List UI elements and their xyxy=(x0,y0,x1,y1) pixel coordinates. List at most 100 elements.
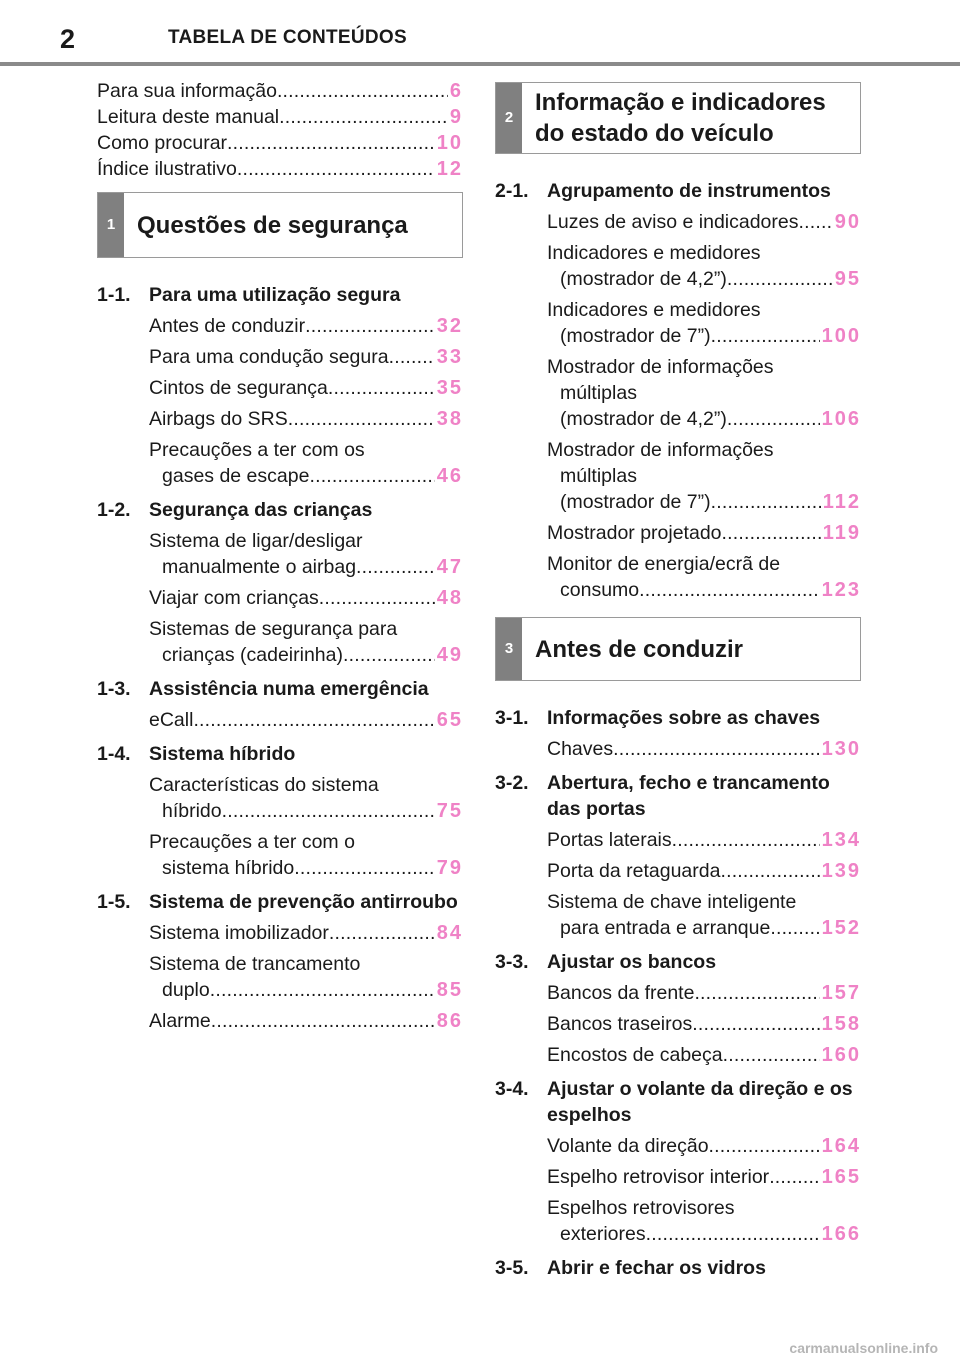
entry-page-link[interactable]: 95 xyxy=(834,268,861,290)
entry-last-line: (mostrador de 7”)100 xyxy=(547,323,861,349)
entry-page-link[interactable]: 86 xyxy=(436,1010,463,1032)
section-number: 3-5. xyxy=(495,1257,529,1279)
entry-page-link[interactable]: 100 xyxy=(821,325,861,347)
page-header: 2 TABELA DE CONTEÚDOS xyxy=(0,0,960,66)
entry-page-link[interactable]: 79 xyxy=(436,857,463,879)
toc-entry[interactable]: Encostos de cabeça160 xyxy=(495,1042,861,1068)
entry-page-link[interactable]: 106 xyxy=(821,408,861,430)
toc-entry[interactable]: Chaves130 xyxy=(495,736,861,762)
toc-entry[interactable]: Antes de conduzir 32 xyxy=(97,313,463,339)
dot-leader xyxy=(211,1008,435,1034)
entry-page-link[interactable]: 134 xyxy=(821,829,861,851)
entry-page-link[interactable]: 119 xyxy=(822,522,861,544)
toc-entry[interactable]: Características do sistemahíbrido75 xyxy=(97,772,463,824)
entry-last-line: Sistema imobilizador84 xyxy=(149,920,463,946)
chapter-number-tab: 2 xyxy=(496,83,522,153)
entry-page-link[interactable]: 84 xyxy=(436,922,463,944)
toc-entry[interactable]: Bancos traseiros 158 xyxy=(495,1011,861,1037)
entry-last-line: crianças (cadeirinha) 49 xyxy=(149,642,463,668)
toc-entry[interactable]: Volante da direção164 xyxy=(495,1133,861,1159)
entry-page-link[interactable]: 6 xyxy=(449,80,463,102)
section-title: Informações sobre as chaves xyxy=(547,707,821,729)
entry-page-link[interactable]: 139 xyxy=(821,860,861,882)
entry-page-link[interactable]: 164 xyxy=(821,1135,861,1157)
chapter-title: Informação e indicadores do estado do ve… xyxy=(535,89,826,147)
section-heading: 3-4.Ajustar o volante da direção e os es… xyxy=(495,1076,861,1128)
dot-leader xyxy=(692,1011,819,1037)
entry-label: crianças (cadeirinha) xyxy=(162,644,343,666)
toc-entry[interactable]: Mostrador projetado119 xyxy=(495,520,861,546)
toc-entry[interactable]: Bancos da frente157 xyxy=(495,980,861,1006)
toc-entry[interactable]: Sistema de trancamentoduplo85 xyxy=(97,951,463,1003)
toc-entry[interactable]: Para uma condução segura33 xyxy=(97,344,463,370)
entry-page-link[interactable]: 166 xyxy=(821,1223,861,1245)
entry-page-link[interactable]: 49 xyxy=(436,644,463,666)
entry-label-line: Características do sistema xyxy=(149,774,379,796)
entry-label: Antes de conduzir xyxy=(149,315,306,337)
entry-page-link[interactable]: 85 xyxy=(436,979,463,1001)
toc-entry[interactable]: Portas laterais134 xyxy=(495,827,861,853)
toc-entry[interactable]: Como procurar10 xyxy=(97,130,463,156)
toc-entry[interactable]: Viajar com crianças48 xyxy=(97,585,463,611)
toc-entry[interactable]: Espelhos retrovisoresexteriores166 xyxy=(495,1195,861,1247)
entry-page-link[interactable]: 32 xyxy=(436,315,463,337)
entry-page-link[interactable]: 157 xyxy=(821,982,861,1004)
entry-label: Porta da retaguarda xyxy=(547,860,721,882)
toc-entry[interactable]: Espelho retrovisor interior165 xyxy=(495,1164,861,1190)
dot-leader xyxy=(329,920,435,946)
entry-page-link[interactable]: 160 xyxy=(821,1044,861,1066)
entry-label: Luzes de aviso e indicadores xyxy=(547,211,799,233)
entry-page-link[interactable]: 112 xyxy=(822,491,861,513)
toc-entry[interactable]: Sistema imobilizador84 xyxy=(97,920,463,946)
entry-page-link[interactable]: 130 xyxy=(821,738,861,760)
entry-page-link[interactable]: 47 xyxy=(436,556,463,578)
entry-page-link[interactable]: 90 xyxy=(834,211,861,233)
entry-label: sistema híbrido xyxy=(162,857,295,879)
toc-entry[interactable]: Porta da retaguarda 139 xyxy=(495,858,861,884)
toc-entry[interactable]: Monitor de energia/ecrã deconsumo123 xyxy=(495,551,861,603)
toc-entry[interactable]: Cintos de segurança35 xyxy=(97,375,463,401)
entry-label-line: múltiplas xyxy=(560,382,637,404)
entry-page-link[interactable]: 46 xyxy=(436,465,463,487)
entry-page-link[interactable]: 38 xyxy=(436,408,463,430)
entry-label-line: Sistemas de segurança para xyxy=(149,618,398,640)
entry-page-link[interactable]: 10 xyxy=(436,132,463,154)
toc-entry[interactable]: Leitura deste manual9 xyxy=(97,104,463,130)
toc-entry[interactable]: Índice ilustrativo12 xyxy=(97,156,463,182)
entry-page-link[interactable]: 9 xyxy=(449,106,463,128)
toc-entry[interactable]: Indicadores e medidores(mostrador de 7”)… xyxy=(495,297,861,349)
dot-leader xyxy=(709,1133,820,1159)
entry-label: gases de escape xyxy=(162,465,310,487)
entry-page-link[interactable]: 165 xyxy=(821,1166,861,1188)
toc-entry[interactable]: Alarme86 xyxy=(97,1008,463,1034)
entry-page-link[interactable]: 152 xyxy=(821,917,861,939)
section-heading: 1-2.Segurança das crianças xyxy=(97,497,463,523)
entry-last-line: Viajar com crianças48 xyxy=(149,585,463,611)
toc-entry[interactable]: Indicadores e medidores(mostrador de 4,2… xyxy=(495,240,861,292)
toc-entry[interactable]: Airbags do SRS 38 xyxy=(97,406,463,432)
toc-entry[interactable]: Para sua informação6 xyxy=(97,78,463,104)
entry-page-link[interactable]: 75 xyxy=(436,800,463,822)
entry-page-link[interactable]: 35 xyxy=(436,377,463,399)
toc-entry[interactable]: Luzes de aviso e indicadores 90 xyxy=(495,209,861,235)
entry-page-link[interactable]: 123 xyxy=(821,579,861,601)
entry-last-line: Bancos traseiros 158 xyxy=(547,1011,861,1037)
toc-entry[interactable]: eCall65 xyxy=(97,707,463,733)
dot-leader xyxy=(720,858,819,884)
entry-page-link[interactable]: 12 xyxy=(436,158,463,180)
entry-label: Bancos traseiros xyxy=(547,1013,693,1035)
dot-leader xyxy=(727,266,833,292)
entry-page-link[interactable]: 33 xyxy=(436,346,463,368)
entry-page-link[interactable]: 65 xyxy=(436,709,463,731)
entry-page-link[interactable]: 48 xyxy=(436,587,463,609)
entry-page-link[interactable]: 158 xyxy=(821,1013,861,1035)
section-number: 1-1. xyxy=(97,284,131,306)
